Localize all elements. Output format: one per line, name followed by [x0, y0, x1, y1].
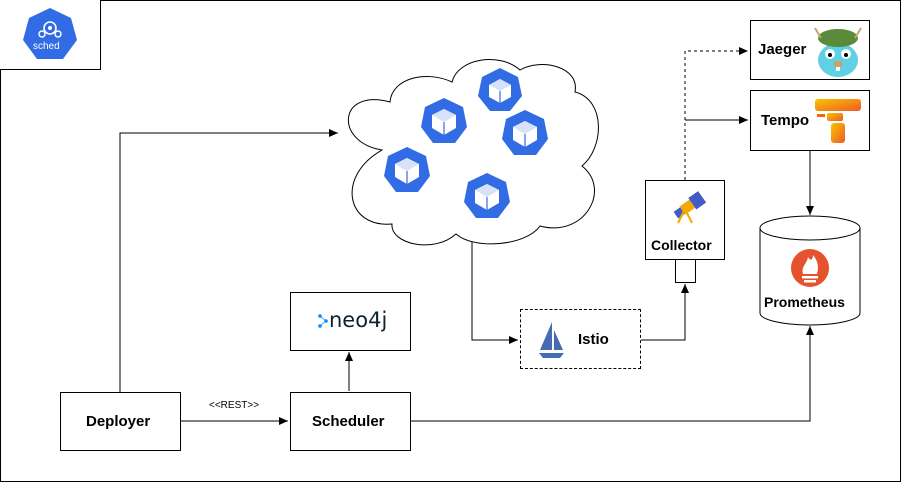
tempo-icon [815, 99, 861, 143]
jaeger-gopher-icon [814, 27, 862, 77]
neo4j-node[interactable]: neo4j [290, 292, 411, 351]
collector-port [675, 259, 696, 283]
deployer-label: Deployer [86, 413, 151, 430]
cluster-cloud [347, 59, 599, 246]
cluster-node-icon [502, 110, 548, 155]
collector-label: Collector [651, 237, 712, 253]
tempo-label: Tempo [761, 112, 810, 129]
edge-istio-collector [641, 284, 689, 341]
cluster-node-icon [421, 98, 467, 143]
neo4j-label: neo4j [329, 308, 388, 332]
jaeger-label: Jaeger [758, 41, 807, 58]
telescope-icon [673, 191, 707, 224]
istio-sail-icon [539, 322, 564, 358]
edge-scheduler-prometheus [411, 326, 814, 422]
sched-logo-icon [23, 8, 77, 59]
scheduler-label: Scheduler [312, 413, 385, 430]
neo4j-dots-icon [318, 314, 328, 328]
istio-node[interactable]: Istio [520, 309, 641, 369]
cluster-node-icon [464, 173, 510, 218]
prometheus-label: Prometheus [764, 294, 845, 310]
rest-edge-label: <<REST>> [209, 400, 260, 411]
collector-node[interactable]: Collector [645, 180, 725, 260]
edge-cluster-istio [471, 230, 518, 344]
istio-label: Istio [578, 331, 609, 348]
edge-collector-jaeger [684, 47, 748, 180]
edge-deployer-cluster [119, 129, 338, 392]
prometheus-icon [791, 249, 829, 287]
cluster-node-icon [384, 147, 430, 192]
logo-text: sched [33, 41, 60, 52]
scheduler-node[interactable]: Scheduler [290, 392, 411, 451]
cluster-node-icon [478, 68, 522, 111]
tempo-node[interactable]: Tempo [750, 90, 870, 151]
jaeger-node[interactable]: Jaeger [750, 20, 870, 80]
deployer-node[interactable]: Deployer [60, 392, 181, 451]
